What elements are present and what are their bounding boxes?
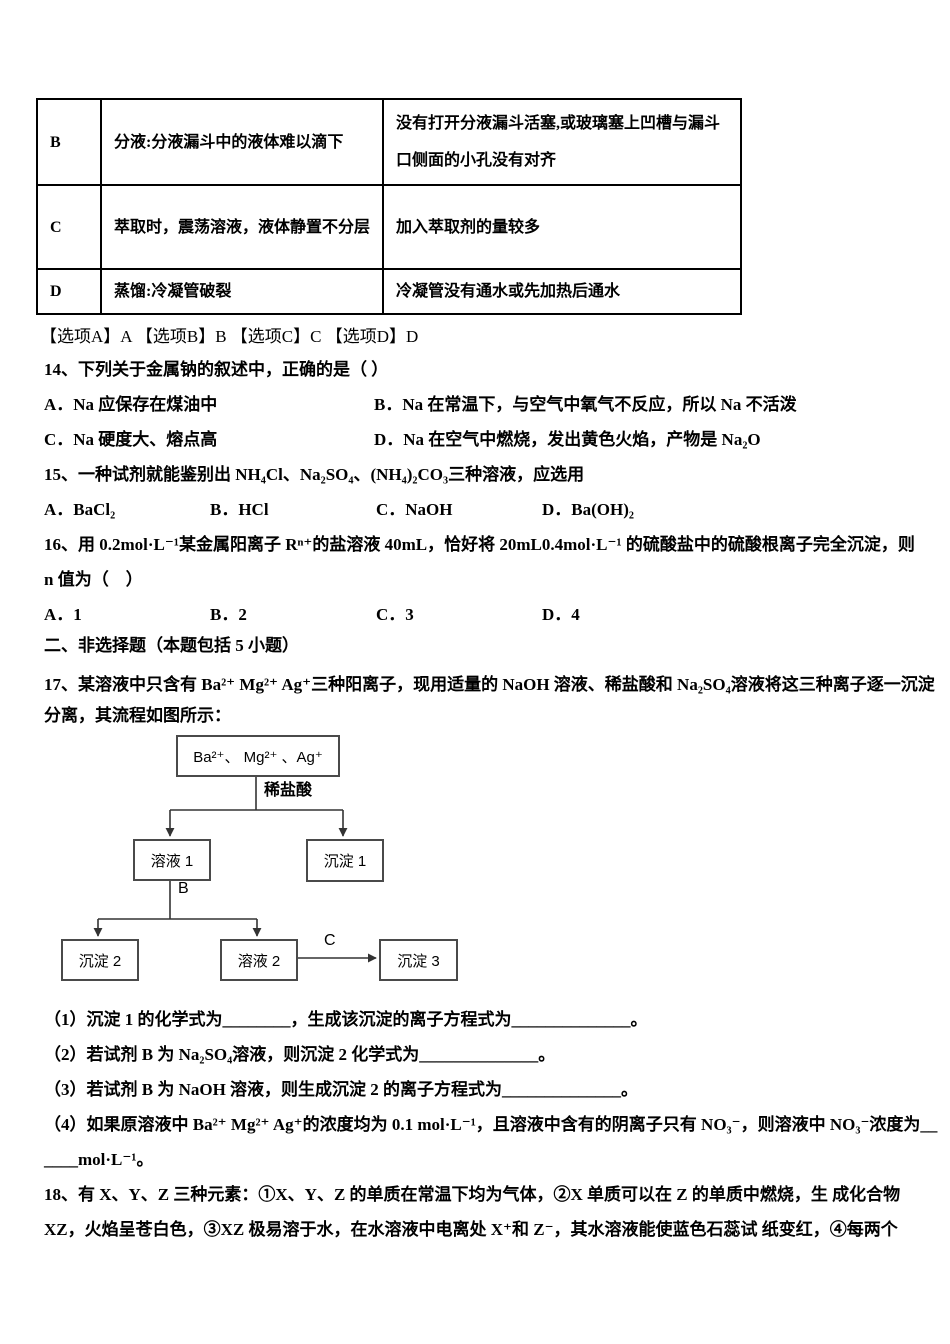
table-row: D 蒸馏:冷凝管破裂 冷凝管没有通水或先加热后通水 [36, 268, 742, 315]
flowchart-reagent-hcl-label: 稀盐酸 [264, 782, 313, 799]
flowchart-precipitate-1-box: 沉淀 1 [306, 839, 384, 882]
question-15-options-row: A．BaCl₂ B．HCl C．NaOH D．Ba(OH)₂ [36, 492, 932, 527]
question-17-sub-2: （2）若试剂 B 为 Na₂SO₄溶液，则沉淀 2 化学式为__________… [44, 1045, 556, 1064]
question-17-stem-line-2: 分离，其流程如图所示： [44, 706, 231, 725]
table-row: B 分液:分液漏斗中的液体难以滴下 没有打开分液漏斗活塞,或玻璃塞上凹槽与漏斗口… [36, 98, 742, 186]
question-16-stem-line-2: n 值为（ ） [44, 570, 143, 589]
question-16-stem-line-1: 16、用 0.2mol·L⁻¹某金属阳离子 Rⁿ⁺的盐溶液 40mL，恰好将 2… [44, 535, 915, 554]
question-17-sub-3: （3）若试剂 B 为 NaOH 溶液，则生成沉淀 2 的离子方程式为______… [44, 1080, 639, 1099]
flowchart-precipitate-3-box: 沉淀 3 [379, 939, 458, 981]
exam-content: B 分液:分液漏斗中的液体难以滴下 没有打开分液漏斗活塞,或玻璃塞上凹槽与漏斗口… [36, 98, 938, 1247]
question-17-sub-4-line-1: （4）如果原溶液中 Ba²⁺ Mg²⁺ Ag⁺的浓度均为 0.1 mol·L⁻¹… [44, 1115, 938, 1134]
table-row: C 萃取时，震荡溶液，液体静置不分层 加入萃取剂的量较多 [36, 184, 742, 270]
q16-option-c: C．3 [376, 605, 414, 624]
q15-option-c: C．NaOH [376, 500, 453, 519]
flowchart-solution-1-box: 溶液 1 [133, 839, 211, 881]
flowchart-precipitate-2-box: 沉淀 2 [61, 939, 139, 981]
answer-key-line: 【选项A】A 【选项B】B 【选项C】C 【选项D】D [40, 327, 419, 346]
q16-option-d: D．4 [542, 605, 580, 624]
q15-option-d: D．Ba(OH)₂ [542, 500, 634, 519]
question-17-sub-4-line-2: ____mol·L⁻¹。 [44, 1150, 154, 1169]
table-cell-cause: 加入萃取剂的量较多 [382, 184, 742, 270]
q14-option-a: A．Na 应保存在煤油中 [44, 395, 218, 414]
q15-option-a: A．BaCl₂ [44, 500, 116, 519]
table-cell-problem: 萃取时，震荡溶液，液体静置不分层 [100, 184, 384, 270]
q16-option-b: B．2 [210, 605, 247, 624]
q14-option-c: C．Na 硬度大、熔点高 [44, 430, 218, 449]
table-cell-cause: 冷凝管没有通水或先加热后通水 [382, 268, 742, 315]
q14-option-b: B．Na 在常温下，与空气中氧气不反应，所以 Na 不活泼 [374, 395, 797, 414]
table-cell-option: D [36, 268, 102, 315]
error-analysis-table: B 分液:分液漏斗中的液体难以滴下 没有打开分液漏斗活塞,或玻璃塞上凹槽与漏斗口… [36, 98, 742, 315]
section-2-heading: 二、非选择题（本题包括 5 小题） [44, 636, 299, 655]
flowchart-connectors [93, 773, 377, 963]
flowchart-solution-2-box: 溶液 2 [220, 939, 298, 981]
q15-option-b: B．HCl [210, 500, 269, 519]
flowchart-reagent-c-label: C [324, 932, 336, 949]
q14-option-d: D．Na 在空气中燃烧，发出黄色火焰，产物是 Na₂O [374, 430, 761, 449]
table-cell-cause: 没有打开分液漏斗活塞,或玻璃塞上凹槽与漏斗口侧面的小孔没有对齐 [382, 98, 742, 186]
table-cell-problem: 蒸馏:冷凝管破裂 [100, 268, 384, 315]
table-cell-option: B [36, 98, 102, 186]
flowchart-reagent-b-label: B [178, 880, 189, 897]
question-17-sub-1: （1）沉淀 1 的化学式为________，生成该沉淀的离子方程式为______… [44, 1010, 648, 1029]
question-14-options-row-2: C．Na 硬度大、熔点高 D．Na 在空气中燃烧，发出黄色火焰，产物是 Na₂O [36, 422, 932, 457]
question-15-stem: 15、一种试剂就能鉴别出 NH₄Cl、Na₂SO₄、(NH₄)₂CO₃三种溶液，… [44, 465, 585, 484]
question-18-stem-line-1: 18、有 X、Y、Z 三种元素：①X、Y、Z 的单质在常温下均为气体，②X 单质… [44, 1185, 901, 1204]
flowchart-start-box: Ba²⁺、 Mg²⁺ 、Ag⁺ [176, 735, 340, 777]
table-cell-option: C [36, 184, 102, 270]
question-18-stem-line-2: XZ，火焰呈苍白色，③XZ 极易溶于水，在水溶液中电离处 X⁺和 Z⁻，其水溶液… [44, 1220, 898, 1239]
separation-flowchart: Ba²⁺、 Mg²⁺ 、Ag⁺ 稀盐酸 溶液 1 沉淀 1 B 沉淀 2 溶液 … [40, 730, 490, 990]
question-17-stem-line-1: 17、某溶液中只含有 Ba²⁺ Mg²⁺ Ag⁺三种阳离子，现用适量的 NaOH… [44, 675, 935, 694]
table-cell-problem: 分液:分液漏斗中的液体难以滴下 [100, 98, 384, 186]
question-14-stem: 14、下列关于金属钠的叙述中，正确的是（ ） [44, 360, 389, 379]
question-14-options-row-1: A．Na 应保存在煤油中 B．Na 在常温下，与空气中氧气不反应，所以 Na 不… [36, 387, 932, 422]
question-16-options-row: A．1 B．2 C．3 D．4 [36, 597, 932, 632]
q16-option-a: A．1 [44, 605, 82, 624]
